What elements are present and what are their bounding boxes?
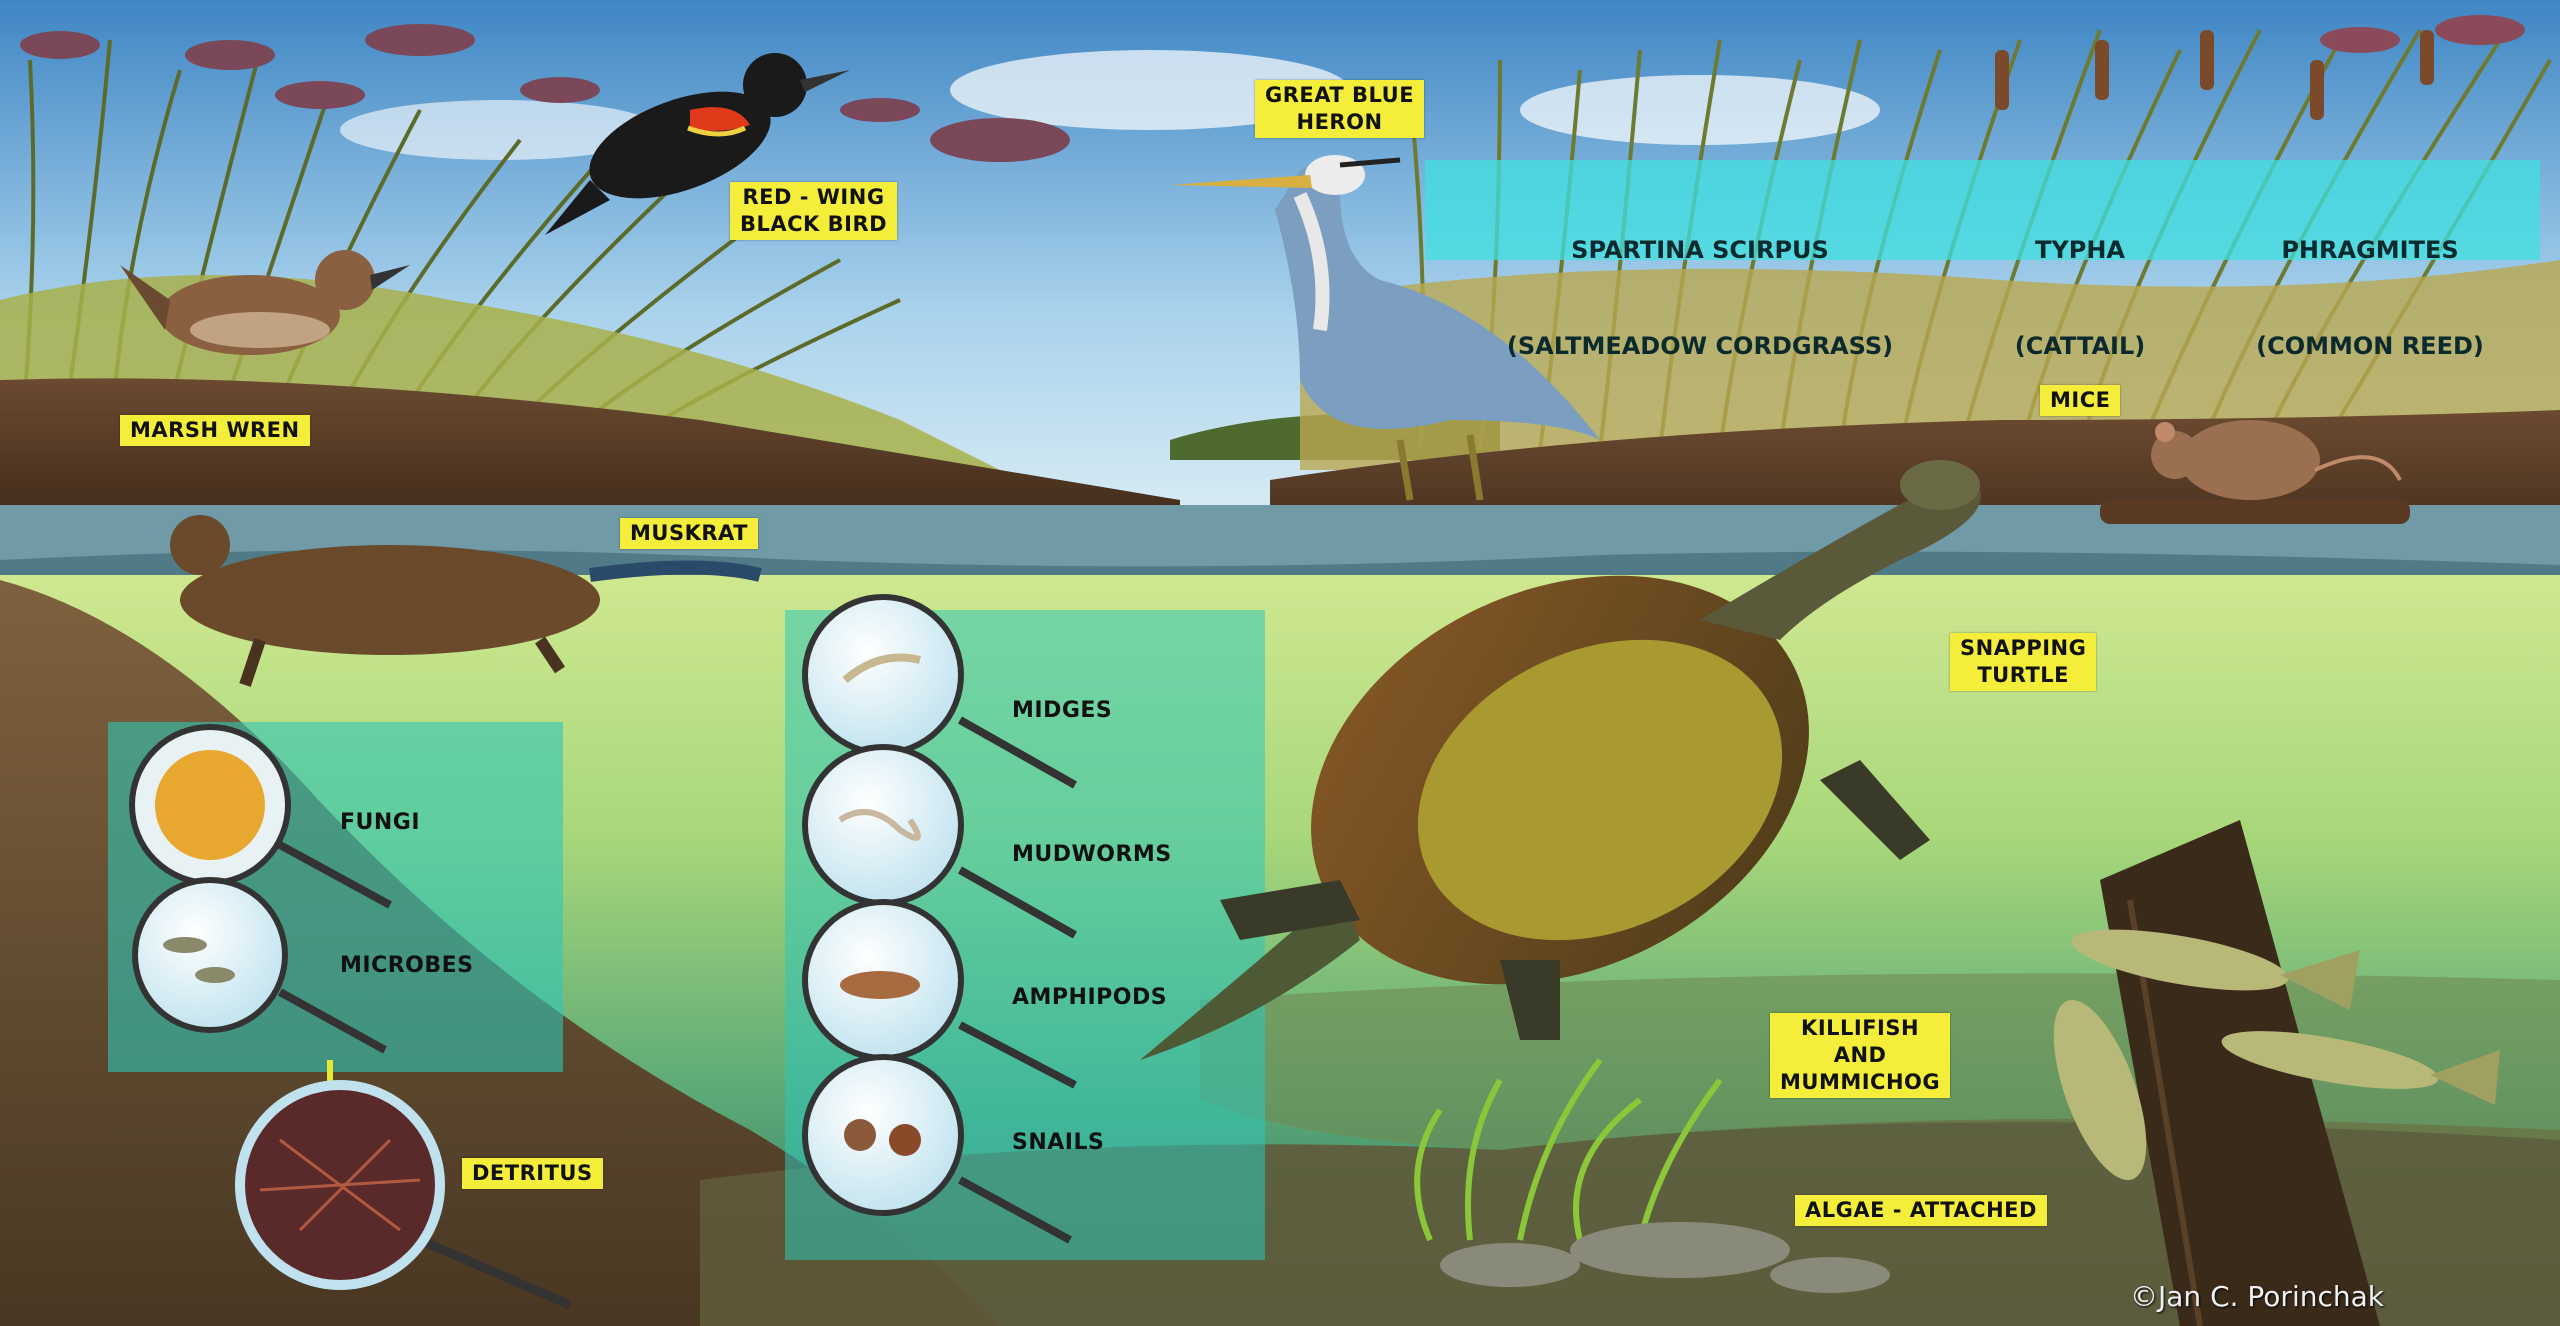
marsh-wren-label: MARSH WREN bbox=[120, 415, 310, 446]
microbes-label: MICROBES bbox=[340, 953, 474, 978]
artist-credit: ©Jan C. Porinchak bbox=[2130, 1280, 2384, 1313]
killifish-label: KILLIFISH AND MUMMICHOG bbox=[1770, 1013, 1950, 1098]
plant-phragmites-name: PHRAGMITES bbox=[2220, 234, 2520, 266]
plant-typha-name: TYPHA bbox=[1980, 234, 2180, 266]
mice-label: MICE bbox=[2040, 385, 2120, 416]
fungi-label: FUNGI bbox=[340, 810, 420, 835]
amphipods-label: AMPHIPODS bbox=[1012, 985, 1167, 1010]
muskrat-label: MUSKRAT bbox=[620, 518, 758, 549]
red-wing-blackbird-label: RED - WING BLACK BIRD bbox=[730, 182, 897, 240]
plant-typha-common: (CATTAIL) bbox=[1980, 330, 2180, 362]
plant-spartina-label: SPARTINA SCIRPUS (SALTMEADOW CORDGRASS) bbox=[1440, 170, 1960, 394]
snapping-turtle-label: SNAPPING TURTLE bbox=[1950, 633, 2096, 691]
plant-spartina-common: (SALTMEADOW CORDGRASS) bbox=[1440, 330, 1960, 362]
plant-phragmites-common: (COMMON REED) bbox=[2220, 330, 2520, 362]
plant-spartina-name: SPARTINA SCIRPUS bbox=[1440, 234, 1960, 266]
detritus-label: DETRITUS bbox=[462, 1158, 603, 1189]
midges-label: MIDGES bbox=[1012, 698, 1112, 723]
mudworms-label: MUDWORMS bbox=[1012, 842, 1172, 867]
snails-label: SNAILS bbox=[1012, 1130, 1104, 1155]
plant-phragmites-label: PHRAGMITES (COMMON REED) bbox=[2220, 170, 2520, 394]
plant-typha-label: TYPHA (CATTAIL) bbox=[1980, 170, 2180, 394]
great-blue-heron-label: GREAT BLUE HERON bbox=[1255, 80, 1424, 138]
algae-label: ALGAE - ATTACHED bbox=[1795, 1195, 2047, 1226]
